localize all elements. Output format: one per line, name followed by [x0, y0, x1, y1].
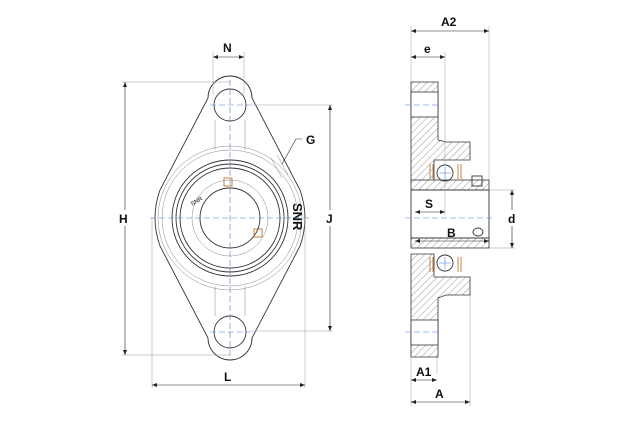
svg-text:G: G — [306, 133, 315, 147]
svg-text:A1: A1 — [416, 365, 432, 379]
mounting-hole-section — [410, 91, 439, 118]
dimension-S: S — [415, 181, 446, 215]
inner-ring-top — [410, 179, 490, 191]
dimension-A: A — [411, 295, 471, 406]
dimension-J: J — [250, 104, 336, 332]
dimension-A1: A1 — [410, 357, 438, 406]
front-view: SNR SNR N H J — [117, 41, 336, 388]
svg-text:e: e — [424, 42, 431, 56]
set-screw-hole — [472, 227, 484, 237]
dimension-A2: A2 — [410, 15, 490, 180]
dimension-B: B — [415, 226, 489, 243]
svg-text:A: A — [435, 387, 444, 401]
housing-logo: SNR — [290, 203, 305, 231]
insert-logo: SNR — [190, 196, 205, 208]
svg-text:d: d — [508, 212, 515, 226]
ball-bottom — [436, 254, 454, 272]
svg-text:B: B — [447, 226, 456, 240]
svg-text:H: H — [119, 212, 128, 226]
dimension-G: G — [281, 133, 315, 165]
dimension-e: e — [411, 42, 446, 165]
set-screw — [253, 228, 263, 238]
set-screw — [223, 177, 233, 187]
dimension-H: H — [117, 81, 230, 356]
svg-text:A2: A2 — [441, 15, 457, 29]
dimension-N: N — [212, 41, 245, 95]
seals — [429, 164, 462, 272]
mounting-hole-section — [410, 319, 439, 346]
grease-nipple — [270, 154, 289, 179]
side-view: A2 e S B d — [405, 15, 518, 406]
dimension-L: L — [151, 218, 306, 388]
svg-text:N: N — [223, 41, 232, 55]
set-screw-section — [471, 175, 483, 187]
svg-text:L: L — [224, 370, 231, 384]
svg-text:J: J — [326, 212, 333, 226]
flange-outline — [154, 75, 306, 361]
bore-section — [410, 189, 490, 239]
dimension-d: d — [489, 189, 518, 249]
svg-text:S: S — [425, 197, 433, 211]
